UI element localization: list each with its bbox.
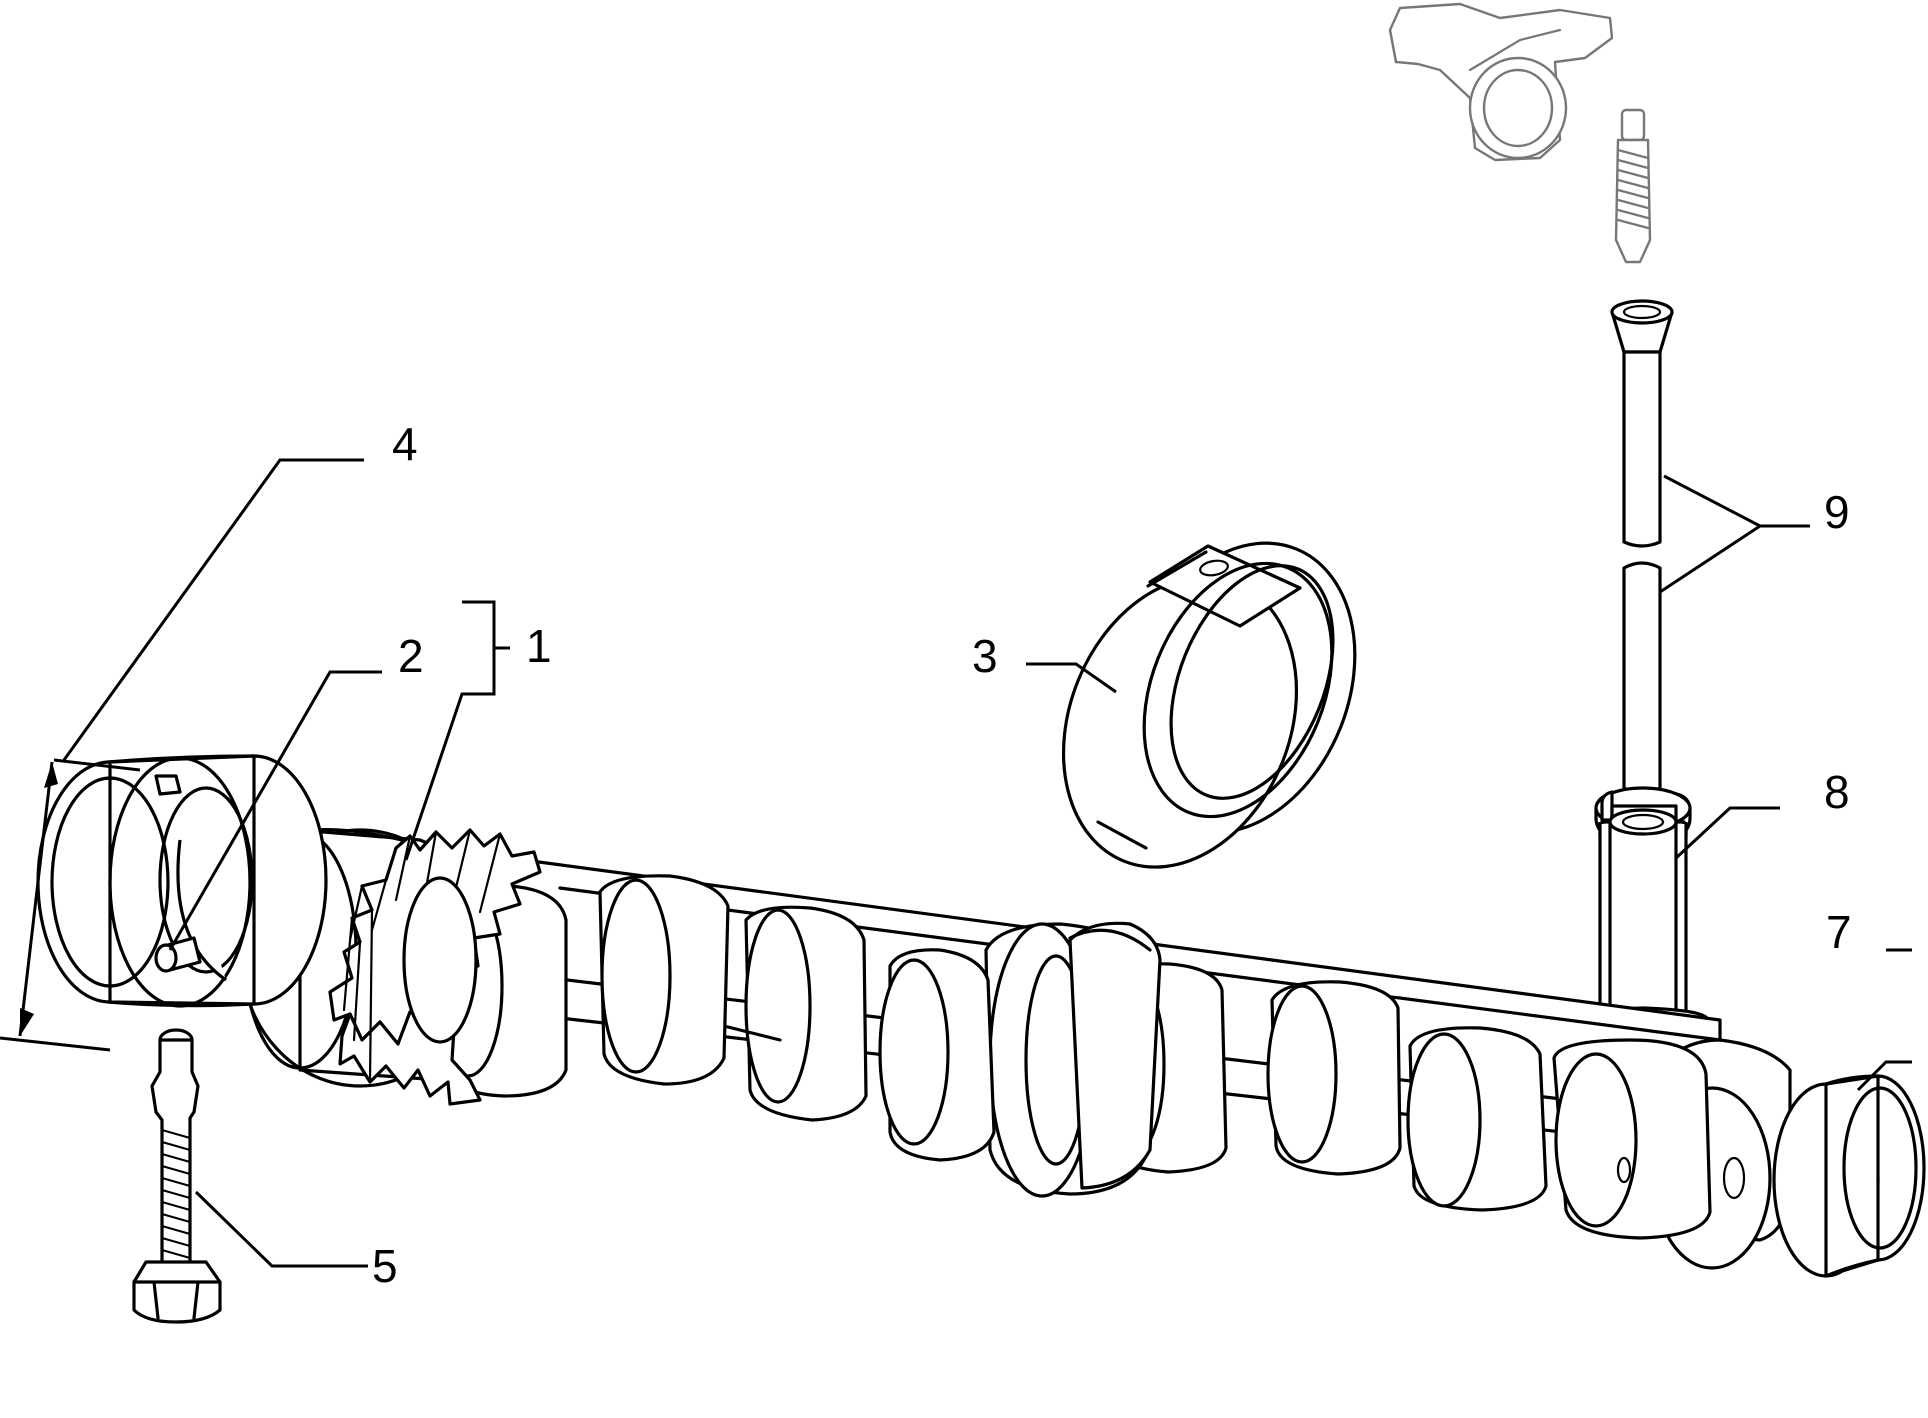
callout-2: 2 xyxy=(398,630,424,682)
bracket-1 xyxy=(462,600,496,696)
rocker-arm xyxy=(1388,2,1614,162)
callout-3: 3 xyxy=(972,630,998,682)
rear-bushing xyxy=(1772,1074,1926,1278)
callout-9: 9 xyxy=(1824,486,1850,538)
callout-7: 7 xyxy=(1826,906,1852,958)
callout-1: 1 xyxy=(526,620,552,672)
front-bushing xyxy=(36,754,328,1008)
callout-5: 5 xyxy=(372,1240,398,1292)
push-rod xyxy=(1610,299,1674,796)
callout-8: 8 xyxy=(1824,766,1850,818)
helical-drive-gear xyxy=(328,828,542,1106)
drive-shaft-bolt xyxy=(132,1028,222,1324)
center-bushing xyxy=(1061,541,1357,869)
callout-4: 4 xyxy=(392,418,418,470)
dimension-arrow xyxy=(0,758,141,1052)
adjuster-screw xyxy=(1614,108,1652,264)
